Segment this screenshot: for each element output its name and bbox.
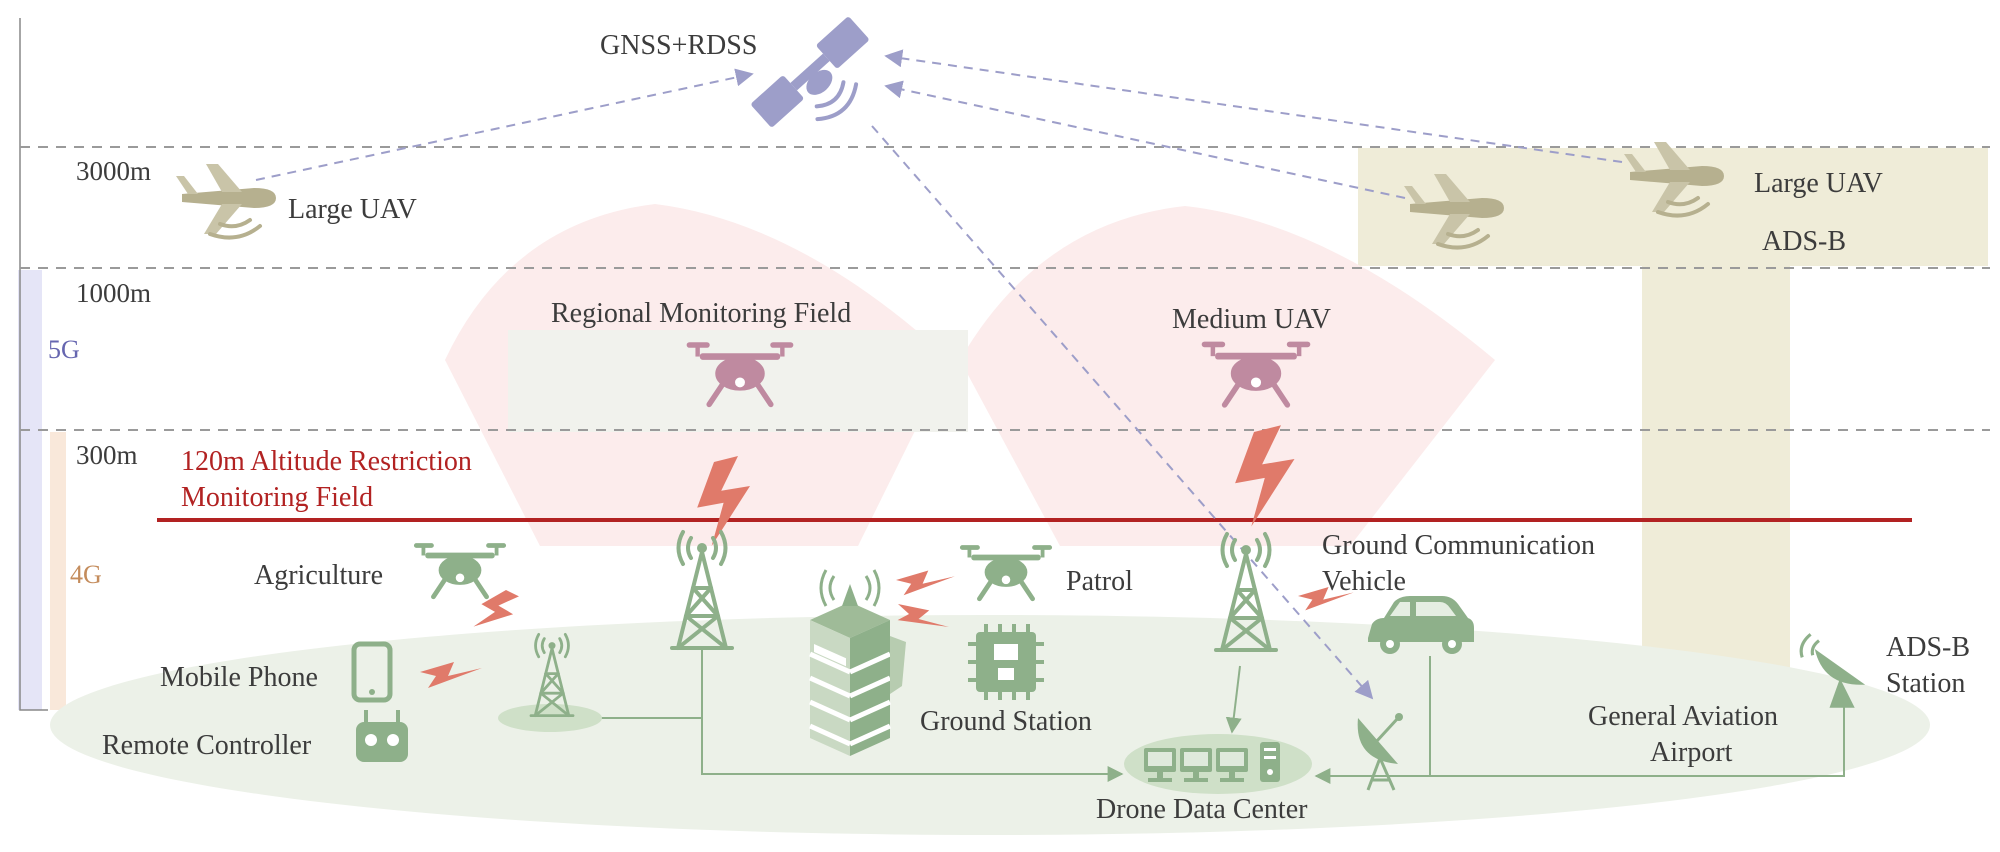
line-towers-to-center xyxy=(600,717,1124,782)
data-center-label: Drone Data Center xyxy=(1096,794,1308,825)
airport-corridor xyxy=(1642,266,1790,694)
restriction-label-line2: Monitoring Field xyxy=(181,482,373,513)
car-icon xyxy=(1368,596,1474,654)
small-tower-base xyxy=(498,704,602,732)
large-uav-right-label: Large UAV xyxy=(1754,168,1883,199)
patrol-drone-icon xyxy=(960,546,1051,599)
medium-cell-tower-icon xyxy=(1214,532,1278,652)
ground-station-building-icon xyxy=(808,569,906,756)
controller-icon xyxy=(356,710,408,762)
airport-label-line1: General Aviation xyxy=(1588,701,1778,732)
altitude-1000m: 1000m xyxy=(76,278,151,308)
ground-station-chip-icon xyxy=(968,624,1044,700)
altitude-3000m: 3000m xyxy=(76,156,151,186)
medium-uav-label: Medium UAV xyxy=(1172,304,1331,335)
link-large-uav-left xyxy=(255,68,754,181)
adsb-station-label-line1: ADS-B xyxy=(1886,632,1970,663)
altitude-axis xyxy=(19,18,48,711)
ground-station-bolt-top-icon xyxy=(896,570,955,596)
band-5g xyxy=(18,270,42,710)
ground-network-lines xyxy=(600,650,1845,784)
adsb-label: ADS-B xyxy=(1762,226,1846,257)
airport-label-line2: Airport xyxy=(1650,737,1733,768)
regional-field-label: Regional Monitoring Field xyxy=(551,298,851,329)
satellite-links xyxy=(255,49,1623,700)
satellite-icon xyxy=(751,17,869,127)
server-icon xyxy=(1260,742,1280,782)
altitude-300m: 300m xyxy=(76,440,138,470)
adsb-station-dish-icon xyxy=(1799,633,1866,708)
regional-cell-tower-icon xyxy=(670,530,734,650)
mobile-phone-label: Mobile Phone xyxy=(160,662,318,693)
ground-comm-label-line2: Vehicle xyxy=(1322,566,1406,597)
phone-icon xyxy=(351,641,393,703)
agriculture-drone-icon xyxy=(414,544,505,597)
network-5g-label: 5G xyxy=(48,335,80,364)
agriculture-label: Agriculture xyxy=(254,560,383,591)
network-4g-label: 4G xyxy=(70,560,102,589)
large-uav-left-airplane-icon xyxy=(174,162,278,240)
large-uav-left-label: Large UAV xyxy=(288,194,417,225)
ground-area xyxy=(50,615,1930,835)
band-4g xyxy=(50,432,66,710)
patrol-label: Patrol xyxy=(1066,566,1133,597)
ground-station-label: Ground Station xyxy=(920,706,1092,737)
line-medium-tower-to-center xyxy=(1225,665,1242,734)
ground-comm-label-line1: Ground Communication xyxy=(1322,530,1595,561)
remote-controller-label: Remote Controller xyxy=(102,730,312,761)
adsb-station-label-line2: Station xyxy=(1886,668,1965,699)
line-adsb-station-to-center xyxy=(1314,700,1845,784)
medium-uav-coverage-dome xyxy=(960,206,1495,546)
link-large-uav-right xyxy=(884,49,1623,163)
link-adsb-aircraft xyxy=(884,80,1406,199)
restriction-label-line1: 120m Altitude Restriction xyxy=(181,446,472,477)
satellite-label: GNSS+RDSS xyxy=(600,30,757,61)
